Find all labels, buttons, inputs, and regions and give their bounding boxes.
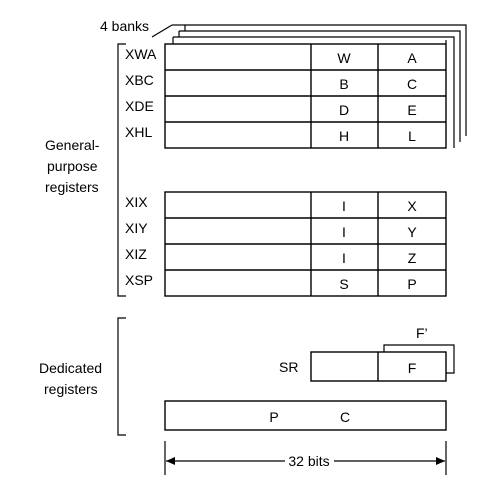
register-name: XWA xyxy=(125,46,157,62)
register-high-byte: I xyxy=(342,250,346,266)
register-name: XSP xyxy=(125,272,153,288)
register-low-byte: Z xyxy=(408,250,417,266)
register-low-byte: C xyxy=(407,76,417,92)
f-prime-bracket xyxy=(383,344,455,374)
register-high-byte: I xyxy=(342,198,346,214)
general-purpose-label-line3: registers xyxy=(45,179,99,195)
register-high-byte: W xyxy=(337,50,351,66)
general-purpose-label-line1: General- xyxy=(45,137,100,153)
bank-stack xyxy=(172,24,467,148)
register-name: XIX xyxy=(125,194,148,210)
f-prime-label: F’ xyxy=(416,325,428,341)
dedicated-label-line2: registers xyxy=(44,381,98,397)
bank-frame-4 xyxy=(185,24,467,136)
register-low-byte: L xyxy=(408,128,416,144)
width-label: 32 bits xyxy=(288,453,329,469)
dedicated-bracket xyxy=(117,317,126,436)
dedicated-label-line1: Dedicated xyxy=(39,360,102,376)
bank-frame-3 xyxy=(179,30,461,142)
general-purpose-label-line2: purpose xyxy=(47,158,98,174)
register-high-byte: H xyxy=(339,128,349,144)
register-low-byte: P xyxy=(407,276,416,292)
status-register: F’ SR F xyxy=(279,325,455,382)
register-low-byte: X xyxy=(407,198,417,214)
sr-label: SR xyxy=(279,359,298,375)
register-name: XIY xyxy=(125,220,148,236)
register-high-byte: D xyxy=(339,102,349,118)
register-low-byte: Y xyxy=(407,224,417,240)
gp-group-1: XWA W A XBC B C XDE D E XHL H L xyxy=(125,43,447,149)
register-high-byte: I xyxy=(342,224,346,240)
register-low-byte: E xyxy=(407,102,416,118)
bank-frame-2 xyxy=(173,36,455,148)
register-high-byte: S xyxy=(339,276,348,292)
register-name: XHL xyxy=(125,124,152,140)
program-counter-register: P C xyxy=(164,400,447,431)
pc-left-cell: P xyxy=(269,409,278,425)
f-cell: F xyxy=(408,360,417,376)
register-name: XDE xyxy=(125,98,154,114)
banks-pointer xyxy=(151,24,173,38)
register-name: XIZ xyxy=(125,246,147,262)
register-high-byte: B xyxy=(339,76,348,92)
banks-label: 4 banks xyxy=(100,18,149,34)
pc-box xyxy=(164,400,447,431)
general-purpose-bracket xyxy=(117,43,126,297)
register-low-byte: A xyxy=(407,50,417,66)
width-dimension: 32 bits xyxy=(164,441,447,475)
pc-right-cell: C xyxy=(340,409,350,425)
register-name: XBC xyxy=(125,72,154,88)
